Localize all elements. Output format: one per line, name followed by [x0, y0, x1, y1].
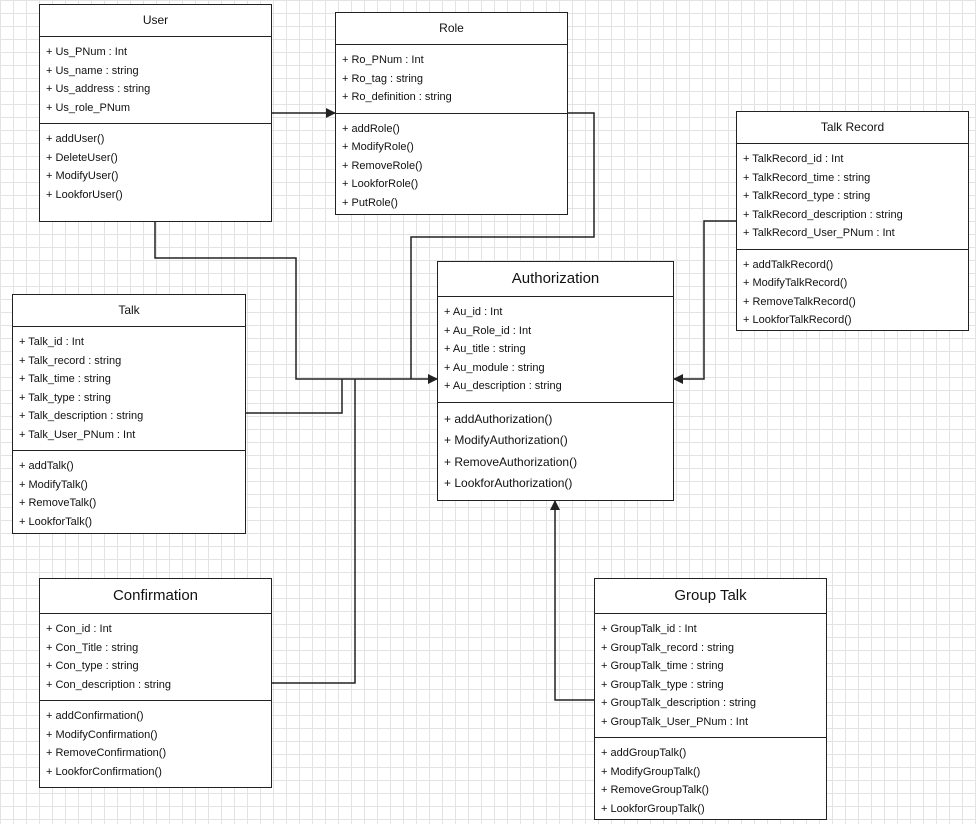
class-talk-record-attributes: + TalkRecord_id : Int + TalkRecord_time … — [737, 144, 968, 249]
attribute: + Au_title : string — [444, 343, 526, 355]
class-group-talk[interactable]: Group Talk + GroupTalk_id : Int + GroupT… — [594, 578, 827, 820]
attribute: + Talk_description : string — [19, 410, 144, 422]
class-user-attributes: + Us_PNum : Int + Us_name : string + Us_… — [40, 37, 271, 123]
method: + RemoveConfirmation() — [46, 747, 167, 759]
method: + addUser() — [46, 133, 105, 145]
class-group-talk-attributes: + GroupTalk_id : Int + GroupTalk_record … — [595, 614, 826, 737]
connector-grouptalk-authorization — [550, 500, 594, 701]
attribute: + Au_id : Int — [444, 306, 503, 318]
method: + DeleteUser() — [46, 151, 118, 164]
connector-confirmation-authorization — [272, 379, 356, 684]
attribute: + TalkRecord_description : string — [743, 208, 903, 221]
attribute: + TalkRecord_time : string — [743, 171, 871, 184]
class-role-title: Role — [336, 13, 567, 45]
attribute: + GroupTalk_type : string — [601, 678, 724, 691]
class-role[interactable]: Role + Ro_PNum : Int + Ro_tag : string +… — [335, 12, 568, 215]
method: + ModifyRole() — [342, 141, 414, 153]
class-talk-title: Talk — [13, 295, 245, 327]
attribute: + GroupTalk_User_PNum : Int — [601, 715, 749, 728]
attribute: + TalkRecord_User_PNum : Int — [743, 227, 895, 239]
method: + addTalkRecord() — [743, 258, 834, 271]
method: + RemoveAuthorization() — [444, 454, 578, 469]
connector-user-authorization — [154, 222, 438, 384]
method: + addRole() — [342, 122, 400, 135]
attribute: + Us_name : string — [46, 64, 139, 77]
class-talk-methods: + addTalk() + ModifyTalk() + RemoveTalk(… — [13, 450, 245, 537]
method: + RemoveTalk() — [19, 497, 97, 509]
attribute: + TalkRecord_type : string — [743, 190, 871, 202]
method: + RemoveGroupTalk() — [601, 784, 709, 796]
class-role-methods: + addRole() + ModifyRole() + RemoveRole(… — [336, 112, 567, 219]
method: + LookforUser() — [46, 188, 123, 201]
connector-role-authorization — [410, 112, 595, 379]
class-confirmation[interactable]: Confirmation + Con_id : Int + Con_Title … — [39, 578, 272, 788]
attribute: + Con_description : string — [46, 678, 172, 691]
class-role-attributes: + Ro_PNum : Int + Ro_tag : string + Ro_d… — [336, 45, 567, 113]
attribute: + Ro_definition : string — [342, 91, 452, 103]
class-talk-record-methods: + addTalkRecord() + ModifyTalkRecord() +… — [737, 248, 968, 336]
class-authorization[interactable]: Authorization + Au_id : Int + Au_Role_id… — [437, 261, 674, 501]
attribute: + Au_description : string — [444, 380, 562, 392]
attribute: + Talk_record : string — [19, 354, 122, 367]
class-user-methods: + addUser() + DeleteUser() + ModifyUser(… — [40, 123, 271, 210]
class-authorization-methods: + addAuthorization() + ModifyAuthorizati… — [438, 401, 673, 501]
method: + LookforGroupTalk() — [601, 802, 705, 815]
attribute: + Con_Title : string — [46, 641, 139, 654]
attribute: + Talk_time : string — [19, 373, 111, 385]
method: + LookforTalkRecord() — [743, 314, 852, 326]
method: + ModifyAuthorization() — [444, 433, 568, 447]
class-confirmation-attributes: + Con_id : Int + Con_Title : string + Co… — [40, 614, 271, 700]
class-group-talk-methods: + addGroupTalk() + ModifyGroupTalk() + R… — [595, 737, 826, 824]
method: + RemoveRole() — [342, 159, 423, 172]
class-confirmation-title: Confirmation — [40, 579, 271, 614]
connector-talkrecord-authorization — [673, 220, 736, 384]
method: + LookforRole() — [342, 178, 419, 190]
connector-talk-authorization — [246, 379, 343, 414]
method: + addGroupTalk() — [601, 747, 687, 759]
attribute: + Talk_User_PNum : Int — [19, 428, 136, 441]
class-talk-attributes: + Talk_id : Int + Talk_record : string +… — [13, 327, 245, 450]
attribute: + Talk_id : Int — [19, 336, 84, 348]
method: + ModifyUser() — [46, 170, 119, 182]
attribute: + Talk_type : string — [19, 391, 111, 404]
attribute: + GroupTalk_id : Int — [601, 623, 697, 635]
method: + addConfirmation() — [46, 710, 144, 722]
method: + LookforAuthorization() — [444, 476, 573, 490]
attribute: + Con_id : Int — [46, 623, 112, 635]
attribute: + Ro_PNum : Int — [342, 54, 424, 66]
method: + LookforConfirmation() — [46, 765, 162, 778]
attribute: + Us_role_PNum — [46, 101, 131, 114]
method: + PutRole() — [342, 196, 398, 209]
class-group-talk-title: Group Talk — [595, 579, 826, 614]
method: + ModifyGroupTalk() — [601, 765, 701, 778]
attribute: + GroupTalk_time : string — [601, 660, 724, 672]
class-talk-record-title: Talk Record — [737, 112, 968, 144]
attribute: + Au_module : string — [444, 361, 545, 374]
attribute: + TalkRecord_id : Int — [743, 153, 844, 165]
method: + ModifyTalk() — [19, 478, 88, 491]
attribute: + Us_PNum : Int — [46, 46, 128, 58]
attribute: + GroupTalk_description : string — [601, 697, 756, 709]
class-authorization-title: Authorization — [438, 262, 673, 297]
class-authorization-attributes: + Au_id : Int + Au_Role_id : Int + Au_ti… — [438, 297, 673, 402]
method: + ModifyConfirmation() — [46, 728, 158, 741]
class-user[interactable]: User + Us_PNum : Int + Us_name : string … — [39, 4, 272, 222]
method: + LookforTalk() — [19, 515, 93, 528]
class-talk-record[interactable]: Talk Record + TalkRecord_id : Int + Talk… — [736, 111, 969, 331]
attribute: + Us_address : string — [46, 83, 151, 95]
attribute: + Ro_tag : string — [342, 72, 424, 85]
attribute: + GroupTalk_record : string — [601, 641, 734, 654]
method: + addTalk() — [19, 460, 74, 472]
method: + addAuthorization() — [444, 411, 553, 426]
class-user-title: User — [40, 5, 271, 37]
method: + ModifyTalkRecord() — [743, 277, 848, 289]
attribute: + Au_Role_id : Int — [444, 324, 532, 337]
method: + RemoveTalkRecord() — [743, 295, 856, 308]
class-talk[interactable]: Talk + Talk_id : Int + Talk_record : str… — [12, 294, 246, 534]
class-confirmation-methods: + addConfirmation() + ModifyConfirmation… — [40, 700, 271, 787]
attribute: + Con_type : string — [46, 660, 139, 672]
